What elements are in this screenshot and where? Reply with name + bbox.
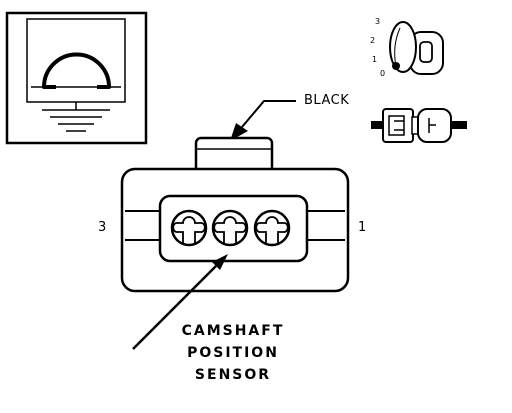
pin-label-left: 3 <box>98 220 107 235</box>
sensor-name-line-3: SENSOR <box>194 367 272 383</box>
terminal-cavity-3 <box>170 209 208 247</box>
sensor-name-line-2: POSITION <box>187 345 279 361</box>
key-position-0: 0 <box>380 69 386 78</box>
terminal-cavity-2 <box>211 209 249 247</box>
key-position-3: 3 <box>375 17 381 26</box>
key-position-1: 1 <box>372 55 378 64</box>
terminal-cavities <box>170 209 291 247</box>
sensor-symbol-icon <box>5 11 148 145</box>
connector-side-view-icon <box>371 108 467 143</box>
key-position-2: 2 <box>370 36 376 45</box>
wire-color-label: BLACK <box>304 93 350 108</box>
pin-label-right: 1 <box>358 220 367 235</box>
terminal-cavity-1 <box>253 209 291 247</box>
wire-color-leader <box>230 100 296 141</box>
ignition-key-icon <box>389 21 444 75</box>
sensor-leader <box>132 254 228 350</box>
sensor-name-line-1: CAMSHAFT <box>181 323 285 339</box>
sensor-name: CAMSHAFT POSITION SENSOR <box>160 320 306 386</box>
